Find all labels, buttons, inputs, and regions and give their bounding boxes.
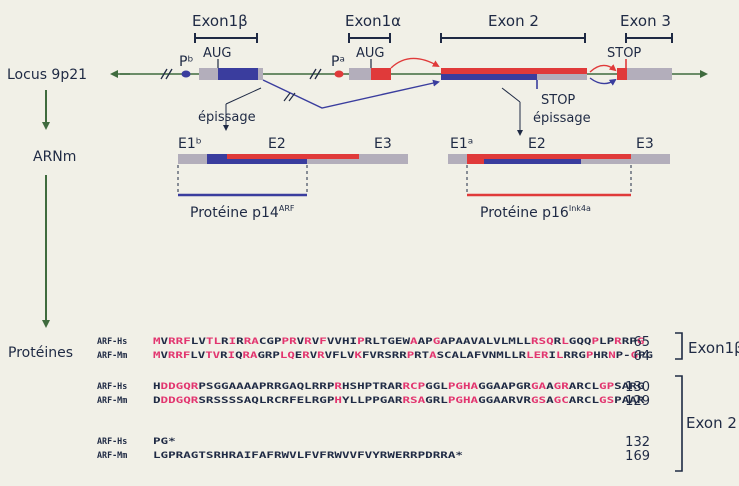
seq-row-length: 129 — [625, 394, 650, 409]
locus-label: Locus 9p21 — [7, 67, 87, 83]
seq-row-name: ARF-Hs — [97, 381, 127, 391]
promoter-b-label: Pᵇ — [179, 54, 193, 70]
seq-row-name: ARF-Mm — [97, 395, 127, 405]
exon1b-coding — [218, 68, 258, 80]
epissage-left-arrow — [225, 87, 262, 105]
locus-break-mid — [309, 68, 322, 80]
mrna-right-e1a: E1ᵃ — [450, 136, 473, 152]
exon1a-label: Exon1α — [345, 12, 401, 30]
seq-row-length: 132 — [625, 435, 650, 450]
seq-row-name: ARF-Mm — [97, 450, 127, 460]
exon2-label: Exon 2 — [488, 12, 539, 30]
exon3-red-coding — [617, 68, 627, 80]
mrna-left-blue-2 — [227, 159, 307, 164]
mrna-right-guides — [466, 165, 632, 195]
exon3-bracket — [625, 33, 673, 43]
exon1a-bracket — [348, 33, 391, 43]
exon1a-coding — [371, 68, 391, 80]
proteines-label: Protéines — [8, 345, 73, 361]
bracket-exon2 — [675, 375, 683, 472]
protein-p14-label: Protéine p14ARF — [190, 204, 295, 221]
mrna-right-e2: E2 — [528, 136, 546, 152]
seq-row-length: 169 — [625, 449, 650, 464]
stop-mid-label: STOP — [541, 93, 575, 108]
stop-top-label: STOP — [607, 46, 641, 61]
mrna-right-red — [484, 154, 631, 159]
aug-a-label: AUG — [356, 46, 384, 61]
seq-row-name: ARF-Hs — [97, 336, 127, 346]
mrna-right-e3: E3 — [636, 136, 654, 152]
exon3-box — [617, 68, 672, 80]
splice-red-2-to-3 — [589, 64, 617, 73]
splice-blue-1b-to-2 — [262, 79, 440, 109]
mrna-right-red-1a — [467, 154, 484, 164]
exon1b-label: Exon1β — [192, 12, 248, 30]
exon3-label: Exon 3 — [620, 12, 671, 30]
mrna-right-blue — [484, 159, 581, 164]
mrna-left-red — [207, 154, 359, 159]
epissage-right-arrow — [501, 87, 521, 103]
promoter-a-icon — [334, 70, 344, 78]
promoter-a-label: Pᵃ — [331, 54, 345, 70]
mrna-left-e1b: E1ᵇ — [178, 136, 202, 152]
seq-row-name: ARF-Mm — [97, 350, 127, 360]
mrna-left-blue-1 — [207, 154, 227, 164]
mrna-left-guides — [177, 165, 308, 195]
epissage-right-label: épissage — [533, 111, 591, 126]
splice-blue-2-to-3 — [589, 77, 617, 86]
promoter-b-icon — [181, 70, 191, 78]
epissage-left-label: épissage — [198, 110, 256, 125]
protein-p16-label: Protéine p16Ink4a — [480, 204, 591, 221]
splice-blue-break — [283, 92, 296, 102]
seq-row-name: ARF-Hs — [97, 436, 127, 446]
arnm-label: ARNm — [33, 149, 76, 165]
splice-red-1a-to-2 — [390, 57, 440, 69]
mrna-left-e3: E3 — [374, 136, 392, 152]
exon2-blue-frame — [441, 74, 537, 80]
exon2-red-frame — [441, 68, 587, 74]
locus-break-left — [160, 68, 173, 80]
exon1b-bracket — [194, 33, 258, 43]
bracket-exon2-label: Exon 2 — [686, 414, 737, 432]
aug-b-label: AUG — [203, 46, 231, 61]
bracket-exon1b-label: Exon1β — [688, 339, 739, 357]
seq-row-length: 65 — [633, 335, 650, 350]
mrna-left-e2: E2 — [268, 136, 286, 152]
bracket-exon1b — [675, 332, 683, 360]
seq-row-length: 130 — [625, 380, 650, 395]
exon2-bracket — [440, 33, 586, 43]
seq-row-length: 64 — [633, 349, 650, 364]
